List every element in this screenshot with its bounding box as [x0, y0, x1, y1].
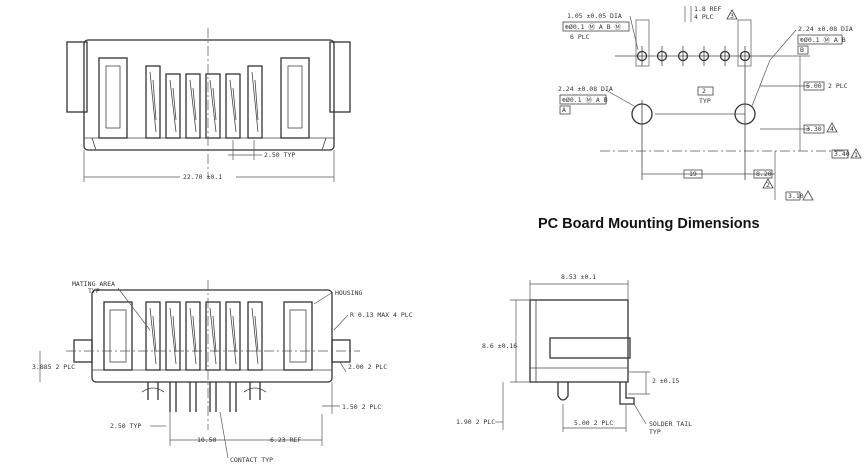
- side-view-solder-tail: [619, 382, 635, 405]
- top-view-width-label: 22.70 ±0.1: [183, 173, 222, 181]
- top-view-left-flange: [66, 41, 88, 113]
- top-view-right-flange: [329, 41, 351, 113]
- pcb-datum-b: B: [800, 46, 804, 54]
- top-view-outer-slot-left: [98, 57, 128, 139]
- pcb-caption: PC Board Mounting Dimensions: [538, 216, 760, 232]
- side-view-dim-bottom: 5.00 2 PLC: [574, 419, 613, 427]
- side-view-body: [529, 299, 629, 383]
- top-view-pitch-dim: 2.50 TYP: [228, 140, 295, 160]
- front-view-body: [91, 289, 333, 383]
- pcb-flag-1: 3: [730, 12, 734, 20]
- pcb-small-hole-label: 1.05 ±0.05 DIA: [567, 12, 622, 20]
- pcb-dim-typ: 2: [702, 87, 706, 95]
- pcb-flag-3: 1: [854, 151, 858, 159]
- pcb-small-holes: [636, 46, 751, 66]
- front-view-dim-pin: 1.50 2 PLC: [342, 403, 381, 411]
- pcb-large-hole-fcf-right: ⊕Ø0.1 Ⓜ A B: [800, 36, 846, 44]
- pcb-large-hole-label-left: 2.24 ±0.08 DIA: [558, 85, 613, 93]
- top-view-contacts: [145, 65, 263, 139]
- pcb-view: 1.8 REF 4 PLC 3 1.05 ±0.05 DIA ⊕Ø0.1 Ⓜ A…: [558, 5, 862, 201]
- pcb-flag-4: 2: [766, 181, 770, 189]
- front-view-dim-left: 3.885 2 PLC: [32, 363, 75, 371]
- side-view-plug: [549, 337, 631, 359]
- top-view-pitch-label: 2.50 TYP: [264, 151, 295, 159]
- top-view-width-dim: 22.70 ±0.1: [83, 150, 335, 182]
- top-view-body: [83, 39, 335, 151]
- side-view-dim-left: 1.90 2 PLC: [456, 418, 495, 426]
- front-view-mating-typ: TYP: [88, 287, 100, 295]
- pcb-dim-typ-sub: TYP: [699, 97, 711, 105]
- pcb-large-hole-label-right: 2.24 ±0.08 DIA: [798, 25, 853, 33]
- side-view-width: 8.53 ±0.1: [561, 273, 596, 281]
- side-view: 8.53 ±0.1 8.6 ±0.16 2 ±0.15 1.90 2 PLC 5…: [456, 273, 692, 436]
- side-view-tail: 2 ±0.15: [652, 377, 679, 385]
- front-view-housing: HOUSING: [335, 289, 362, 297]
- front-view-dim-ref: 6.23 REF: [270, 436, 301, 444]
- pcb-dim-3: 3.30: [806, 125, 822, 133]
- front-view-contact: CONTACT TYP: [230, 456, 273, 464]
- pcb-large-hole-fcf-left: ⊕Ø0.1 Ⓜ A B: [562, 96, 608, 104]
- front-view-pitch-typ: 2.50 TYP: [110, 422, 141, 430]
- pcb-datum-a: A: [562, 106, 566, 114]
- pcb-dim-4: 3.40: [834, 150, 850, 158]
- pcb-flag-2: 4: [830, 125, 834, 133]
- side-view-height: 8.6 ±0.16: [482, 342, 517, 350]
- pcb-ref-label: 1.8 REF: [694, 5, 721, 13]
- top-view-outer-slot-right: [280, 57, 310, 139]
- side-view-pin: [557, 382, 569, 401]
- front-view-radius: R 0.13 MAX 4 PLC: [350, 311, 413, 319]
- side-view-solder-tail-label: SOLDER TAIL: [649, 420, 692, 428]
- top-view: 2.50 TYP 22.70 ±0.1: [66, 28, 351, 182]
- side-view-solder-typ: TYP: [649, 428, 661, 436]
- pcb-ref-sub: 4 PLC: [694, 13, 714, 21]
- pcb-dim-2plc-sub: 2 PLC: [828, 82, 848, 90]
- front-view-dim-right: 2.00 2 PLC: [348, 363, 387, 371]
- front-view-dim-center: 10.50: [197, 436, 217, 444]
- front-view-pins: [141, 382, 267, 412]
- pcb-dim-7: 3.10: [788, 192, 804, 200]
- front-view-mating-area: MATING AREA: [72, 280, 115, 288]
- pcb-dim-5: 19: [689, 170, 697, 178]
- front-view: MATING AREA TYP HOUSING R 0.13 MAX 4 PLC…: [32, 280, 413, 464]
- pcb-dim-6: 8.20: [756, 170, 772, 178]
- pcb-small-hole-sub: 6 PLC: [570, 33, 590, 41]
- front-view-contacts: [145, 301, 263, 371]
- pcb-dim-2plc: 5.00: [806, 82, 822, 90]
- pcb-small-hole-fcf: ⊕Ø0.1 Ⓜ A B Ⓜ: [565, 23, 622, 31]
